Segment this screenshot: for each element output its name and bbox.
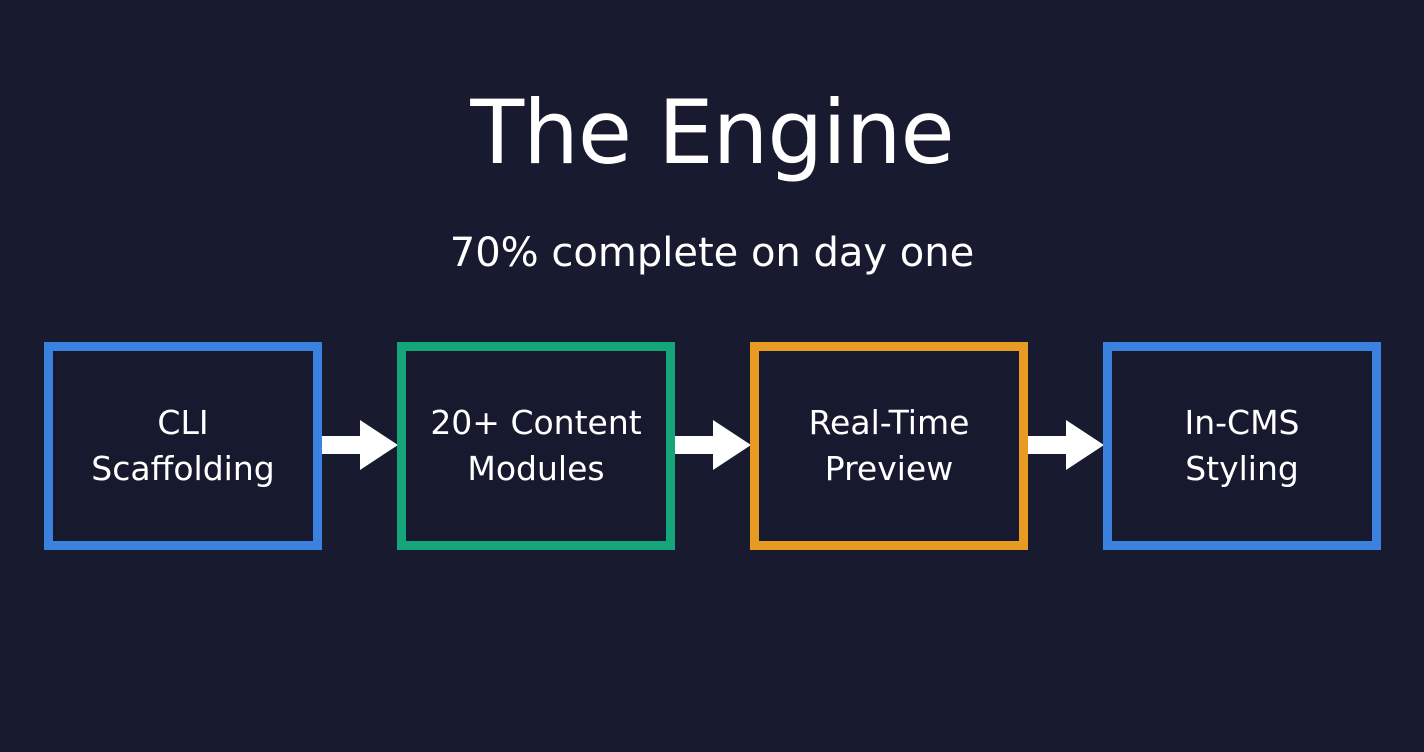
step-label-line2: Styling <box>1185 449 1299 488</box>
slide-title: The Engine <box>470 81 954 184</box>
step-label-line2: Scaffolding <box>91 449 275 488</box>
step-label-line1: CLI <box>157 403 209 442</box>
step-label-line1: 20+ Content <box>430 403 642 442</box>
arrow-right-icon <box>322 420 398 470</box>
step-real-time-preview: Real-Time Preview <box>750 342 1028 550</box>
step-label-line1: Real-Time <box>808 403 970 442</box>
step-label-line1: In-CMS <box>1184 403 1300 442</box>
arrow-right-icon <box>675 420 751 470</box>
step-content-modules: 20+ Content Modules <box>397 342 675 550</box>
step-cli-scaffolding: CLI Scaffolding <box>44 342 322 550</box>
step-label-line2: Preview <box>824 449 954 488</box>
arrow-right-icon <box>1028 420 1104 470</box>
step-in-cms-styling: In-CMS Styling <box>1103 342 1381 550</box>
slide-subtitle: 70% complete on day one <box>449 230 975 276</box>
step-label-line2: Modules <box>467 449 605 488</box>
